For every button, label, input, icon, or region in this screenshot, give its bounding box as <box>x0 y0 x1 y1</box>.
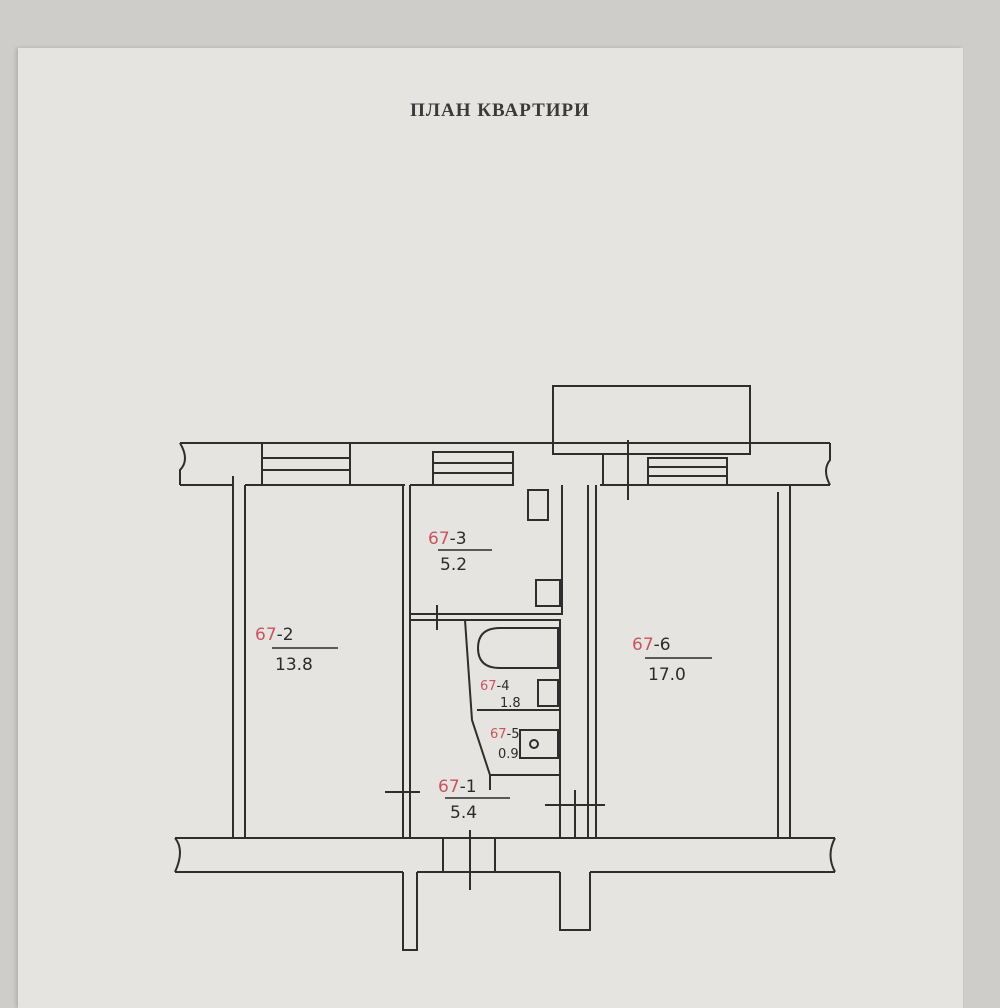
page-title: ПЛАН КВАРТИРИ <box>410 100 590 121</box>
room-label-67-4: 67-4 1.8 <box>480 679 521 711</box>
document-page <box>18 48 963 1008</box>
svg-text:67-4: 67-4 <box>480 679 510 694</box>
svg-text:67-5: 67-5 <box>490 727 520 742</box>
svg-text:5.4: 5.4 <box>450 803 477 823</box>
room-label-67-1: 67-1 5.4 <box>438 777 510 823</box>
room-label-67-6: 67-6 17.0 <box>632 635 712 685</box>
svg-text:0.9: 0.9 <box>498 747 519 762</box>
washbasin-icon <box>537 679 559 707</box>
svg-text:13.8: 13.8 <box>275 655 313 675</box>
room-label-67-2: 67-2 13.8 <box>255 625 338 675</box>
sink-icon <box>535 579 561 607</box>
window <box>432 451 514 486</box>
bathroom-wall <box>463 619 561 776</box>
stair-walls <box>402 872 591 951</box>
balcony <box>552 385 751 455</box>
svg-text:5.2: 5.2 <box>440 555 467 575</box>
left-wall <box>232 476 246 838</box>
svg-text:67-1: 67-1 <box>438 777 477 797</box>
corridor-wall <box>489 775 605 838</box>
bottom-wall <box>174 837 836 873</box>
window <box>647 457 728 486</box>
room-label-67-5: 67-5 0.9 <box>490 727 520 762</box>
room-6-walls <box>587 485 791 838</box>
room-label-67-3: 67-3 5.2 <box>428 529 492 575</box>
toilet-icon <box>519 729 559 759</box>
partition-wall <box>402 485 411 838</box>
svg-text:67-6: 67-6 <box>632 635 671 655</box>
svg-text:67-2: 67-2 <box>255 625 294 645</box>
svg-text:1.8: 1.8 <box>500 696 521 711</box>
stove-icon <box>527 489 549 521</box>
bathtub-icon <box>476 627 559 669</box>
window <box>261 442 351 486</box>
kitchen-wall <box>410 485 563 621</box>
svg-text:17.0: 17.0 <box>648 665 686 685</box>
svg-text:67-3: 67-3 <box>428 529 467 549</box>
